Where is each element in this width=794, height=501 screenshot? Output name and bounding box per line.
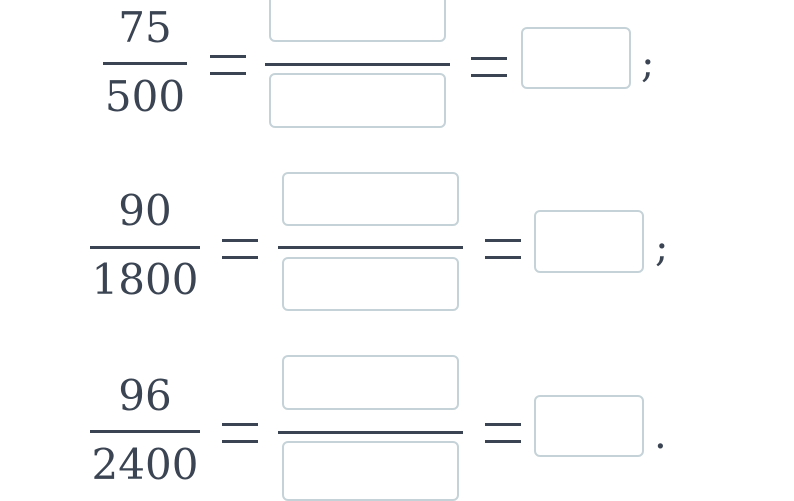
fraction-numerator: 96 bbox=[118, 371, 172, 420]
fraction-denominator: 1800 bbox=[91, 255, 199, 304]
equals-sign bbox=[485, 239, 521, 259]
middle-denominator-input[interactable] bbox=[282, 257, 459, 311]
equals-sign bbox=[471, 57, 507, 77]
fraction-bar bbox=[103, 62, 187, 65]
result-input[interactable] bbox=[534, 395, 644, 457]
fraction-bar bbox=[90, 246, 200, 249]
semicolon: ; bbox=[655, 225, 669, 271]
middle-numerator-input[interactable] bbox=[282, 172, 459, 226]
middle-denominator-input[interactable] bbox=[282, 441, 459, 501]
fraction-numerator: 75 bbox=[118, 3, 172, 52]
middle-numerator-input[interactable] bbox=[269, 0, 446, 42]
middle-denominator-input[interactable] bbox=[269, 73, 446, 128]
equals-sign bbox=[222, 423, 258, 443]
equals-sign bbox=[210, 55, 246, 75]
equals-sign bbox=[485, 423, 521, 443]
middle-fraction-bar bbox=[278, 246, 463, 249]
fraction-bar bbox=[90, 430, 200, 433]
result-input[interactable] bbox=[521, 27, 631, 89]
period: . bbox=[654, 412, 667, 458]
middle-fraction-bar bbox=[278, 431, 463, 434]
result-input[interactable] bbox=[534, 210, 644, 273]
middle-fraction-bar bbox=[265, 63, 450, 66]
equation-row-2: 90 1800 ; bbox=[0, 0, 794, 311]
fraction-denominator: 2400 bbox=[91, 440, 199, 489]
equals-sign bbox=[222, 239, 258, 259]
middle-numerator-input[interactable] bbox=[282, 355, 459, 410]
semicolon: ; bbox=[641, 41, 655, 87]
equation-row-1: 75 500 ; bbox=[0, 0, 794, 128]
fraction-numerator: 90 bbox=[118, 186, 172, 235]
fraction-denominator: 500 bbox=[104, 72, 186, 121]
